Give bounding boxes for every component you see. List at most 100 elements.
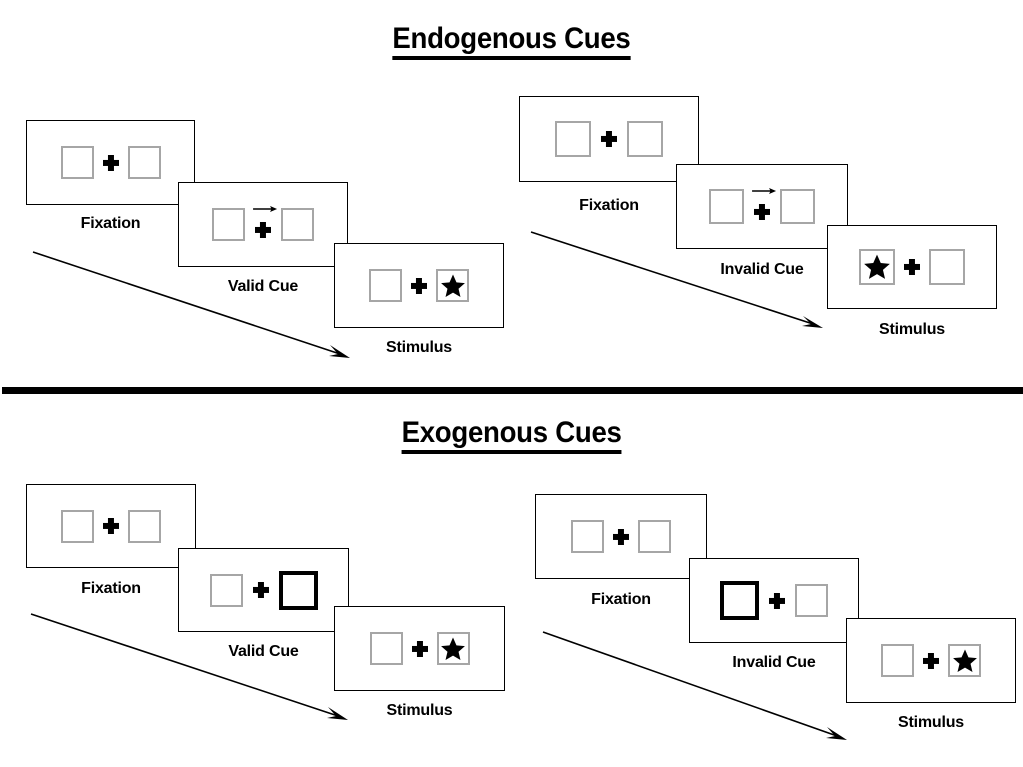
left-box (61, 509, 94, 543)
panel-content (27, 121, 194, 204)
section-title-endogenous: Endogenous Cues (0, 24, 1023, 60)
left-box (209, 573, 243, 607)
center-stack (403, 629, 437, 669)
stimulus-row (709, 185, 815, 229)
fixation-cross-icon (923, 653, 939, 669)
stage-label-endo-invalid-cue: Invalid Cue (720, 261, 804, 278)
stimulus-row (720, 581, 828, 621)
stimulus-row (61, 506, 161, 546)
stage-label-exo-invalid-cue: Invalid Cue (732, 654, 816, 671)
right-box (436, 269, 469, 302)
panel-endo-invalid-stimulus (827, 225, 997, 309)
right-box (929, 249, 965, 285)
center-stack (243, 570, 279, 610)
panel-content (520, 97, 698, 181)
star-icon (863, 253, 891, 281)
left-box (709, 189, 744, 224)
center-stack (94, 143, 128, 183)
stimulus-row (209, 570, 318, 610)
fixation-cross-icon (103, 518, 119, 534)
panel-content (335, 244, 503, 327)
center-stack (591, 119, 627, 159)
left-box (881, 644, 914, 677)
left-box (60, 146, 94, 179)
panel-content (536, 495, 706, 578)
timeline-arrow-endo-valid (32, 251, 350, 358)
left-box (859, 249, 895, 285)
right-box (948, 644, 981, 677)
stage-label-endo-valid-stimulus: Stimulus (386, 339, 452, 356)
fixation-cross-icon (754, 204, 770, 220)
panel-content (27, 485, 195, 567)
stage-label-exo-invalid-stimulus: Stimulus (898, 714, 964, 731)
center-stack (895, 247, 929, 287)
stimulus-row (369, 629, 470, 669)
left-box-cued (720, 581, 759, 620)
fixation-cross-icon (412, 641, 428, 657)
left-box (555, 121, 591, 157)
right-box (638, 520, 671, 553)
center-stack (604, 517, 638, 557)
timeline-arrow-exo-valid (30, 613, 348, 720)
panel-endo-invalid-cue (676, 164, 848, 249)
timeline-arrow-endo-invalid (530, 231, 823, 328)
section-title-exogenous: Exogenous Cues (0, 418, 1023, 454)
stimulus-row (555, 119, 663, 159)
stimulus-row (859, 247, 965, 287)
panel-content (179, 183, 347, 266)
panel-exo-invalid-cue (689, 558, 859, 643)
center-stack (759, 581, 795, 621)
panel-endo-valid-cue (178, 182, 348, 267)
stage-label-exo-valid-stimulus: Stimulus (386, 702, 453, 719)
stage-label-endo-valid-cue: Valid Cue (227, 278, 299, 295)
panel-exo-valid-fixation (26, 484, 196, 568)
fixation-cross-icon (904, 259, 920, 275)
right-box-cued (278, 570, 318, 610)
star-icon (440, 636, 466, 662)
section-title-exogenous-text: Exogenous Cues (401, 418, 622, 454)
stage-label-endo-valid-fixation: Fixation (80, 215, 141, 232)
right-box (780, 189, 815, 224)
stage-label-exo-invalid-fixation: Fixation (591, 591, 651, 608)
right-box (281, 208, 314, 241)
center-stack (402, 266, 436, 306)
cue-arrow-right-icon (751, 187, 777, 197)
center-stack (245, 203, 281, 247)
fixation-cross-icon (411, 278, 427, 294)
fixation-cross-icon (253, 582, 269, 598)
stimulus-row (60, 143, 161, 183)
panel-endo-invalid-fixation (519, 96, 699, 182)
stage-label-exo-valid-fixation: Fixation (81, 580, 141, 597)
right-box (127, 146, 161, 179)
fixation-cross-icon (601, 131, 617, 147)
fixation-cross-icon (255, 222, 271, 238)
fixation-cross-icon (613, 529, 629, 545)
center-stack (94, 506, 128, 546)
panel-content (828, 226, 996, 308)
right-box (436, 632, 470, 665)
stimulus-row (881, 641, 981, 681)
stage-label-exo-valid-cue: Valid Cue (228, 643, 299, 660)
left-box (369, 632, 403, 665)
stimulus-row (571, 517, 671, 557)
panel-exo-invalid-fixation (535, 494, 707, 579)
section-title-endogenous-text: Endogenous Cues (392, 24, 631, 60)
panel-content (690, 559, 858, 642)
stimulus-row (212, 203, 314, 247)
panel-content (677, 165, 847, 248)
center-stack (744, 185, 780, 229)
stage-label-endo-invalid-fixation: Fixation (579, 197, 639, 214)
panel-exo-invalid-stimulus (846, 618, 1016, 703)
stimulus-row (369, 266, 469, 306)
left-box (369, 269, 402, 302)
star-icon (440, 273, 466, 299)
panel-exo-valid-cue (178, 548, 349, 632)
star-icon (952, 648, 978, 674)
panel-endo-valid-fixation (26, 120, 195, 205)
panel-content (847, 619, 1015, 702)
fixation-cross-icon (769, 593, 785, 609)
panel-content (179, 549, 348, 631)
left-box (212, 208, 245, 241)
panel-content (335, 607, 504, 690)
